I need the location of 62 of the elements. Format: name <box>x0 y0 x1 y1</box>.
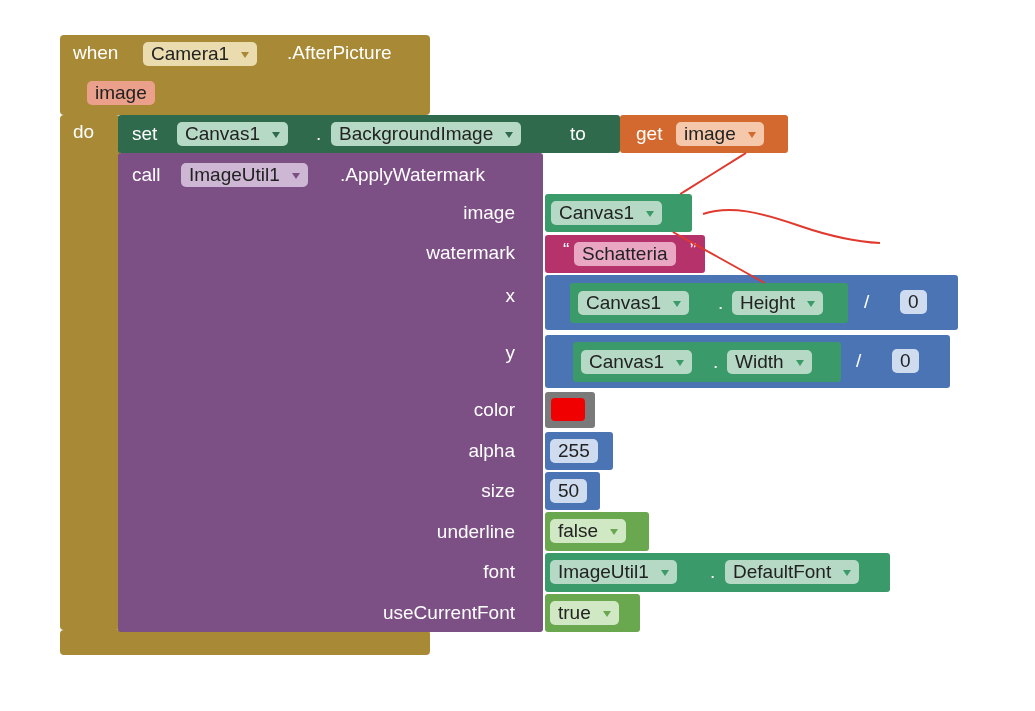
dropdown-field: Width <box>727 350 812 374</box>
text-field: 50 <box>550 479 588 503</box>
setter-block <box>118 115 620 153</box>
block-label: alpha <box>468 439 515 463</box>
dropdown-field: Height <box>732 291 823 315</box>
block-label: “ <box>563 238 570 262</box>
block-label: color <box>473 398 515 422</box>
block-label: to <box>570 122 586 146</box>
block-label: set <box>132 122 158 146</box>
dropdown-field: BackgroundImage <box>331 122 522 146</box>
block-label: get <box>636 122 663 146</box>
block-label: x <box>505 284 515 308</box>
block-label: / <box>864 290 870 314</box>
block-label: image <box>463 201 515 225</box>
block-label: font <box>483 560 515 584</box>
dropdown-field: true <box>550 601 619 625</box>
boolean-block <box>545 512 649 551</box>
annotation-line <box>671 231 766 284</box>
property-getter-block <box>570 283 848 323</box>
block-label: .ApplyWatermark <box>340 163 485 187</box>
block-label: size <box>481 479 515 503</box>
block-label: watermark <box>426 241 515 265</box>
dropdown-field: ImageUtil1 <box>550 560 677 584</box>
block-label: call <box>132 163 161 187</box>
component-block <box>545 194 692 232</box>
block-label: when <box>73 41 119 65</box>
block-label: . <box>710 560 716 584</box>
dropdown-field: DefaultFont <box>725 560 860 584</box>
block-label: . <box>718 291 724 315</box>
block-label: useCurrentFont <box>383 601 515 625</box>
block-label: . <box>713 350 719 374</box>
block-label: .AfterPicture <box>287 41 392 65</box>
property-getter-block <box>573 342 841 382</box>
text-field: 255 <box>550 439 598 463</box>
dropdown-field: Canvas1 <box>581 350 692 374</box>
block-label: do <box>73 120 95 144</box>
boolean-block <box>545 594 640 632</box>
dropdown-field: false <box>550 519 627 543</box>
dropdown-field: Canvas1 <box>177 122 288 146</box>
number-block <box>545 432 613 470</box>
dropdown-field: Canvas1 <box>578 291 689 315</box>
math-block <box>545 275 958 330</box>
block-label: underline <box>436 520 515 544</box>
number-block <box>545 472 600 510</box>
color-block <box>545 392 595 428</box>
text-field: Schatteria <box>574 242 676 266</box>
block-label: . <box>316 122 322 146</box>
text-field: 0 <box>900 290 927 314</box>
getter-block <box>620 115 788 153</box>
text-block <box>545 235 705 273</box>
text-field: 0 <box>892 349 919 373</box>
block-label: / <box>856 349 862 373</box>
method-call-block <box>118 153 543 632</box>
annotation-line <box>679 152 747 195</box>
dropdown-field: Canvas1 <box>551 201 662 225</box>
math-block <box>545 335 950 388</box>
dropdown-field: Camera1 <box>143 42 258 66</box>
text-field: image <box>87 81 155 105</box>
dropdown-field: image <box>676 122 764 146</box>
block-label: y <box>505 341 515 365</box>
dropdown-field: ImageUtil1 <box>181 163 308 187</box>
property-getter-block <box>545 553 890 592</box>
